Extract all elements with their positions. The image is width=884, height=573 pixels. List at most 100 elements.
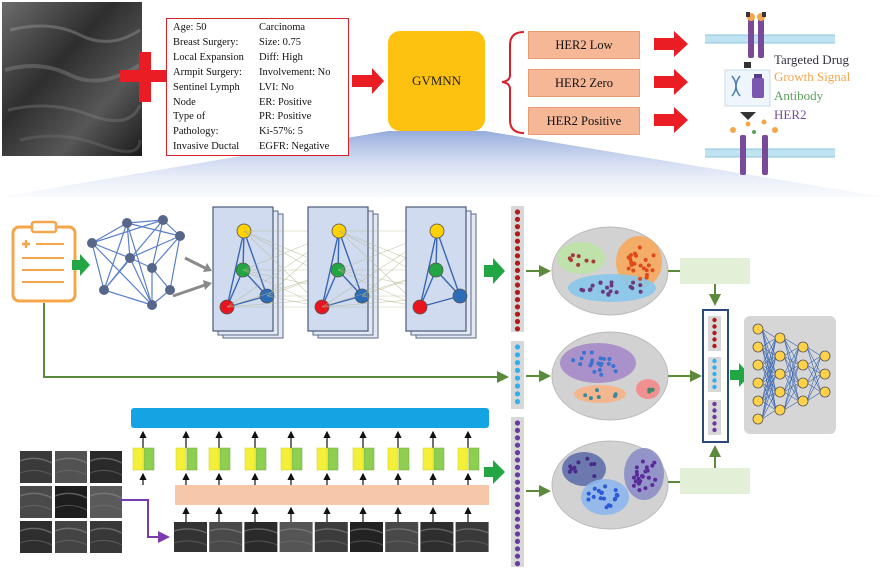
- outcome-her2-zero: HER2 Zero: [528, 69, 640, 97]
- mlp-edge: [806, 355, 822, 384]
- fusion-clinical-dot: [712, 358, 717, 364]
- patch-texture: [385, 540, 419, 546]
- patch-texture: [244, 528, 278, 534]
- clinical-cluster-dot: [571, 358, 576, 363]
- tile-texture: [54, 492, 88, 499]
- mlp-node: [752, 395, 764, 407]
- graph-cluster-dot: [588, 287, 593, 292]
- clinical-feature-dot: [514, 367, 521, 373]
- gnn-edge: [243, 230, 268, 297]
- image-feature-dot: [514, 479, 521, 485]
- clinical-cluster-dot: [597, 368, 602, 373]
- drug-bottle-icon: [724, 69, 771, 107]
- clinical-feature-dot: [514, 383, 521, 389]
- patient-info-left-item: Type of: [173, 111, 206, 123]
- outcome-label: HER2 Low: [555, 37, 613, 52]
- patch-texture: [209, 528, 243, 534]
- model-name: GVMNN: [411, 73, 462, 88]
- outcome-label: HER2 Positive: [546, 113, 622, 128]
- tile-texture: [89, 539, 123, 546]
- clinical-cluster-dot: [599, 372, 604, 377]
- patch-tile: [244, 522, 278, 552]
- mlp-edge: [783, 400, 800, 411]
- graph-cluster-dot: [598, 280, 603, 285]
- token-yellow: [387, 447, 399, 471]
- graph-cluster-dot: [641, 266, 646, 271]
- image-cluster-dot: [637, 488, 642, 493]
- patient-info-left-item: Local Expansion: [173, 51, 244, 63]
- token-columns: [132, 430, 480, 522]
- image-cluster-dot: [592, 461, 597, 466]
- image-green-arrow: [484, 460, 505, 484]
- legend-antibody: Antibody: [774, 88, 824, 103]
- ultrasound-tile: [20, 451, 52, 483]
- image-feature-dot: [514, 509, 521, 515]
- patch-tile: [420, 522, 454, 552]
- clinical-cluster-dot: [599, 361, 604, 366]
- mlp-node: [774, 332, 786, 344]
- token-yellow: [175, 447, 187, 471]
- image-cluster-dot: [638, 479, 643, 484]
- patch-sequence: [173, 522, 489, 552]
- graph-cluster-dot: [629, 261, 634, 266]
- tile-texture: [54, 457, 88, 464]
- transformer-bar: [131, 408, 489, 428]
- ultrasound-tile: [20, 486, 52, 518]
- outcome-label: HER2 Zero: [555, 75, 613, 90]
- mlp-edge: [783, 346, 800, 357]
- token-green: [363, 447, 375, 471]
- ultrasound-texture: [4, 24, 142, 153]
- graph-cluster-dot: [628, 256, 633, 261]
- tile-texture: [19, 469, 53, 476]
- cell-membrane-bottom: [705, 148, 835, 158]
- clinical-cluster-dot: [583, 393, 588, 398]
- mlp-node: [752, 323, 764, 335]
- image-feature-dot: [514, 538, 521, 545]
- fusion-clinical-dot: [712, 365, 717, 370]
- graph-feature-dot: [514, 209, 521, 215]
- ultrasound-tile: [55, 451, 87, 483]
- clinical-feature-bar: [511, 341, 524, 409]
- graph-cluster-dot: [638, 283, 643, 288]
- image-cluster-dot: [652, 460, 657, 465]
- gnn-node-red: [412, 299, 428, 315]
- mlp-edge: [783, 346, 800, 393]
- graph-cluster-dot: [576, 262, 581, 267]
- clinical-cluster-dot: [588, 363, 593, 368]
- token-yellow: [280, 447, 292, 471]
- image-cluster-dot: [646, 475, 651, 480]
- graph-cluster-dot: [631, 280, 636, 285]
- outcome-arrow-zero: [654, 69, 688, 95]
- clinical-feature-dot: [514, 352, 521, 358]
- image-feature-dot: [514, 531, 521, 537]
- clinical-cluster-dot: [588, 396, 593, 401]
- image-cluster-dot: [586, 491, 591, 496]
- patch-texture: [455, 528, 489, 534]
- patient-info-right-item: Carcinoma: [259, 22, 306, 33]
- graph-cluster-dot: [579, 287, 584, 292]
- legend-growth-signal: Growth Signal: [774, 69, 851, 84]
- mlp-node: [819, 368, 831, 380]
- clinical-cluster-dot: [589, 350, 594, 355]
- patch-texture: [314, 540, 349, 546]
- graph-cluster-group-green: [557, 242, 605, 274]
- clinical-cluster-dot: [590, 358, 595, 363]
- clinical-cluster-dot: [595, 388, 600, 393]
- graph-cluster-dot: [645, 273, 650, 278]
- mlp-edge: [761, 337, 777, 384]
- image-cluster-dot: [591, 494, 596, 499]
- token-green: [433, 447, 445, 471]
- graph-feature-dot: [514, 289, 521, 295]
- image-feature-dot: [514, 472, 521, 478]
- mlp-node: [752, 341, 764, 353]
- graph-cluster-dot: [626, 266, 631, 271]
- token-green: [255, 447, 267, 471]
- graph-cluster-dot: [646, 263, 651, 268]
- mlp-edge: [761, 355, 777, 420]
- outcome-her2-low: HER2 Low: [528, 31, 640, 59]
- tile-texture: [89, 504, 123, 511]
- patch-tile: [279, 522, 313, 552]
- gnn-edge: [419, 230, 438, 308]
- arrow-to-model: [352, 68, 384, 94]
